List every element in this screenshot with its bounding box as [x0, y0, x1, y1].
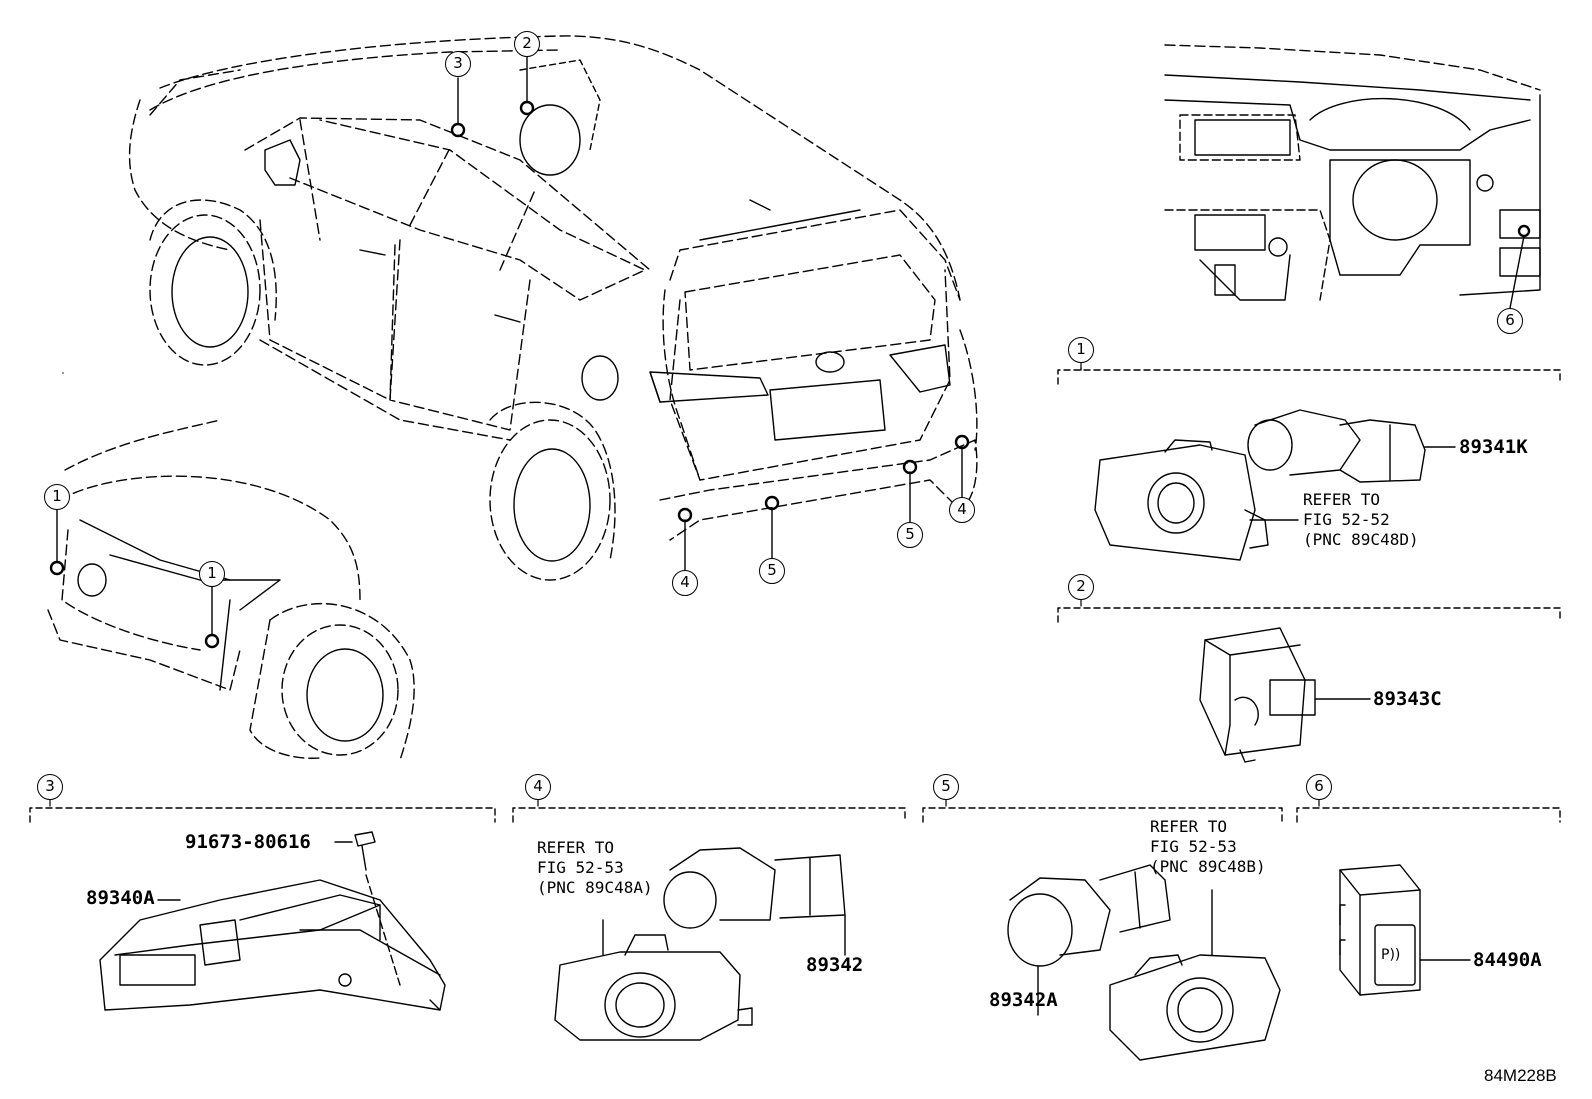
section-callout-3: 3	[37, 774, 63, 800]
callout-4-rear-right: 4	[949, 497, 975, 523]
vehicle-front-view	[48, 420, 414, 760]
refer-fig-52-53-a: FIG 52-53	[537, 858, 624, 877]
callout-5-rear-left: 5	[759, 558, 785, 584]
refer-pnc-89C48A: (PNC 89C48A)	[537, 878, 653, 897]
part-89340A-drawing	[100, 832, 445, 1010]
refer-to-note-4: REFER TO	[537, 838, 615, 857]
refer-to-note-5: REFER TO	[1150, 817, 1228, 836]
section-callout-6: 6	[1306, 774, 1332, 800]
part-number-91673-80616: 91673-80616	[185, 831, 311, 853]
callout-2-vehicle: 2	[514, 31, 540, 57]
part-number-89342A: 89342A	[989, 989, 1058, 1011]
callout-3-vehicle: 3	[445, 51, 471, 77]
part-number-89340A: 89340A	[86, 887, 155, 909]
section-callout-4: 4	[525, 774, 551, 800]
section-callout-1: 1	[1068, 337, 1094, 363]
instrument-panel-view	[1165, 45, 1540, 308]
refer-to-note-1: REFER TO	[1303, 490, 1381, 509]
diagram-code: 84M228B	[1484, 1066, 1557, 1085]
refer-pnc-89C48D: (PNC 89C48D)	[1303, 530, 1419, 549]
part-number-89342: 89342	[806, 954, 864, 976]
callout-1-front-right: 1	[199, 561, 225, 587]
refer-fig-52-52: FIG 52-52	[1303, 510, 1390, 529]
vehicle-rear-view	[130, 36, 977, 580]
part-89342A-drawing	[1008, 865, 1280, 1060]
part-84490A-drawing	[1340, 865, 1470, 995]
refer-fig-52-53-b: FIG 52-53	[1150, 837, 1237, 856]
section-brackets	[30, 368, 1560, 822]
parking-sensor-switch-symbol: P))	[1381, 947, 1401, 963]
part-89341K-drawing	[1095, 410, 1455, 560]
section-callout-2: 2	[1068, 574, 1094, 600]
callout-1-front-left: 1	[44, 484, 70, 510]
section-callout-5: 5	[933, 774, 959, 800]
part-number-84490A: 84490A	[1473, 949, 1542, 971]
refer-pnc-89C48B: (PNC 89C48B)	[1150, 857, 1266, 876]
part-number-89343C: 89343C	[1373, 688, 1442, 710]
callout-5-rear-right: 5	[897, 522, 923, 548]
callout-4-rear-left: 4	[672, 570, 698, 596]
part-89343C-drawing	[1200, 628, 1370, 762]
callout-6-panel: 6	[1497, 308, 1523, 334]
part-89342-drawing	[555, 848, 845, 1040]
part-number-89341K: 89341K	[1459, 436, 1528, 458]
